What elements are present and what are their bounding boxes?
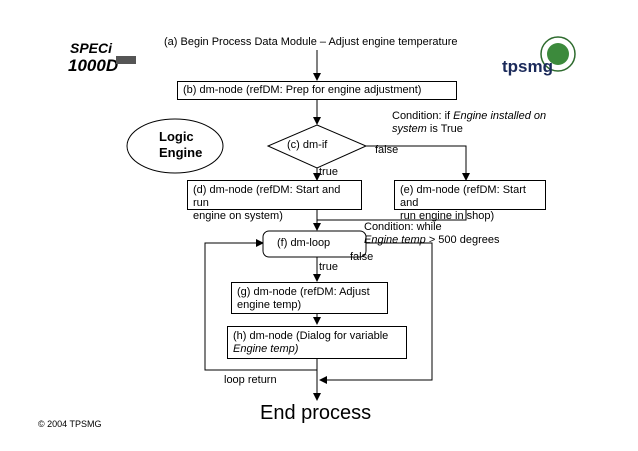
svg-text:SPECi: SPECi — [70, 40, 113, 56]
condition-if-italic2: system — [392, 123, 427, 135]
svg-text:1000D: 1000D — [68, 56, 118, 74]
speci-1000d-logo: SPECi 1000D — [68, 40, 136, 74]
copyright: © 2004 TPSMG — [38, 419, 102, 429]
node-b-label: (b) dm-node (refDM: Prep for engine adju… — [183, 84, 422, 96]
node-d-line2: engine on system) — [193, 210, 283, 222]
node-e-line1: (e) dm-node (refDM: Start and — [400, 184, 526, 209]
node-g: (g) dm-node (refDM: Adjust engine temp) — [231, 282, 388, 314]
false-label-loop: false — [350, 251, 374, 263]
begin-process-title: (a) Begin Process Data Module – Adjust e… — [164, 36, 458, 48]
logic-engine-label: Logic Engine — [159, 129, 202, 161]
condition-if: Condition: if Engine installed on system… — [392, 110, 546, 136]
true-label-loop: true — [319, 261, 338, 273]
false-label-if: false — [375, 144, 399, 156]
node-d-line1: (d) dm-node (refDM: Start and run — [193, 184, 341, 209]
node-d: (d) dm-node (refDM: Start and run engine… — [187, 180, 362, 222]
node-b: (b) dm-node (refDM: Prep for engine adju… — [177, 81, 457, 100]
end-process-label: End process — [260, 402, 372, 424]
node-c-label: (c) dm-if — [287, 139, 328, 151]
node-e-line2: run engine in shop) — [400, 210, 495, 222]
logic-engine-line1: Logic — [159, 129, 194, 144]
node-h-line2: Engine temp) — [233, 343, 299, 355]
loop-return-label: loop return — [224, 374, 277, 386]
loop-box — [262, 230, 367, 258]
condition-while-italic: Engine temp — [364, 234, 426, 246]
true-label-if: true — [319, 166, 338, 178]
condition-if-italic1: Engine installed on — [453, 110, 547, 122]
condition-if-suffix: is True — [426, 123, 463, 135]
node-h-line1: (h) dm-node (Dialog for variable — [233, 330, 389, 342]
node-e: (e) dm-node (refDM: Start and run engine… — [394, 180, 546, 222]
condition-while-line1: Condition: while — [364, 221, 442, 233]
node-g-line2: engine temp) — [237, 299, 302, 311]
condition-if-prefix: Condition: if — [392, 110, 454, 122]
logic-engine-ellipse — [126, 118, 224, 174]
decision-diamond — [266, 124, 368, 169]
svg-text:tpsmg: tpsmg — [502, 57, 553, 76]
node-f-label: (f) dm-loop — [277, 237, 331, 249]
tpsmg-logo: tpsmg — [502, 36, 576, 76]
node-h: (h) dm-node (Dialog for variable Engine … — [227, 326, 407, 359]
condition-while-suffix: > 500 degrees — [425, 234, 500, 246]
logic-engine-line2: Engine — [159, 145, 203, 160]
node-g-line1: (g) dm-node (refDM: Adjust — [237, 286, 370, 298]
condition-while: Condition: while Engine temp > 500 degre… — [364, 221, 499, 247]
